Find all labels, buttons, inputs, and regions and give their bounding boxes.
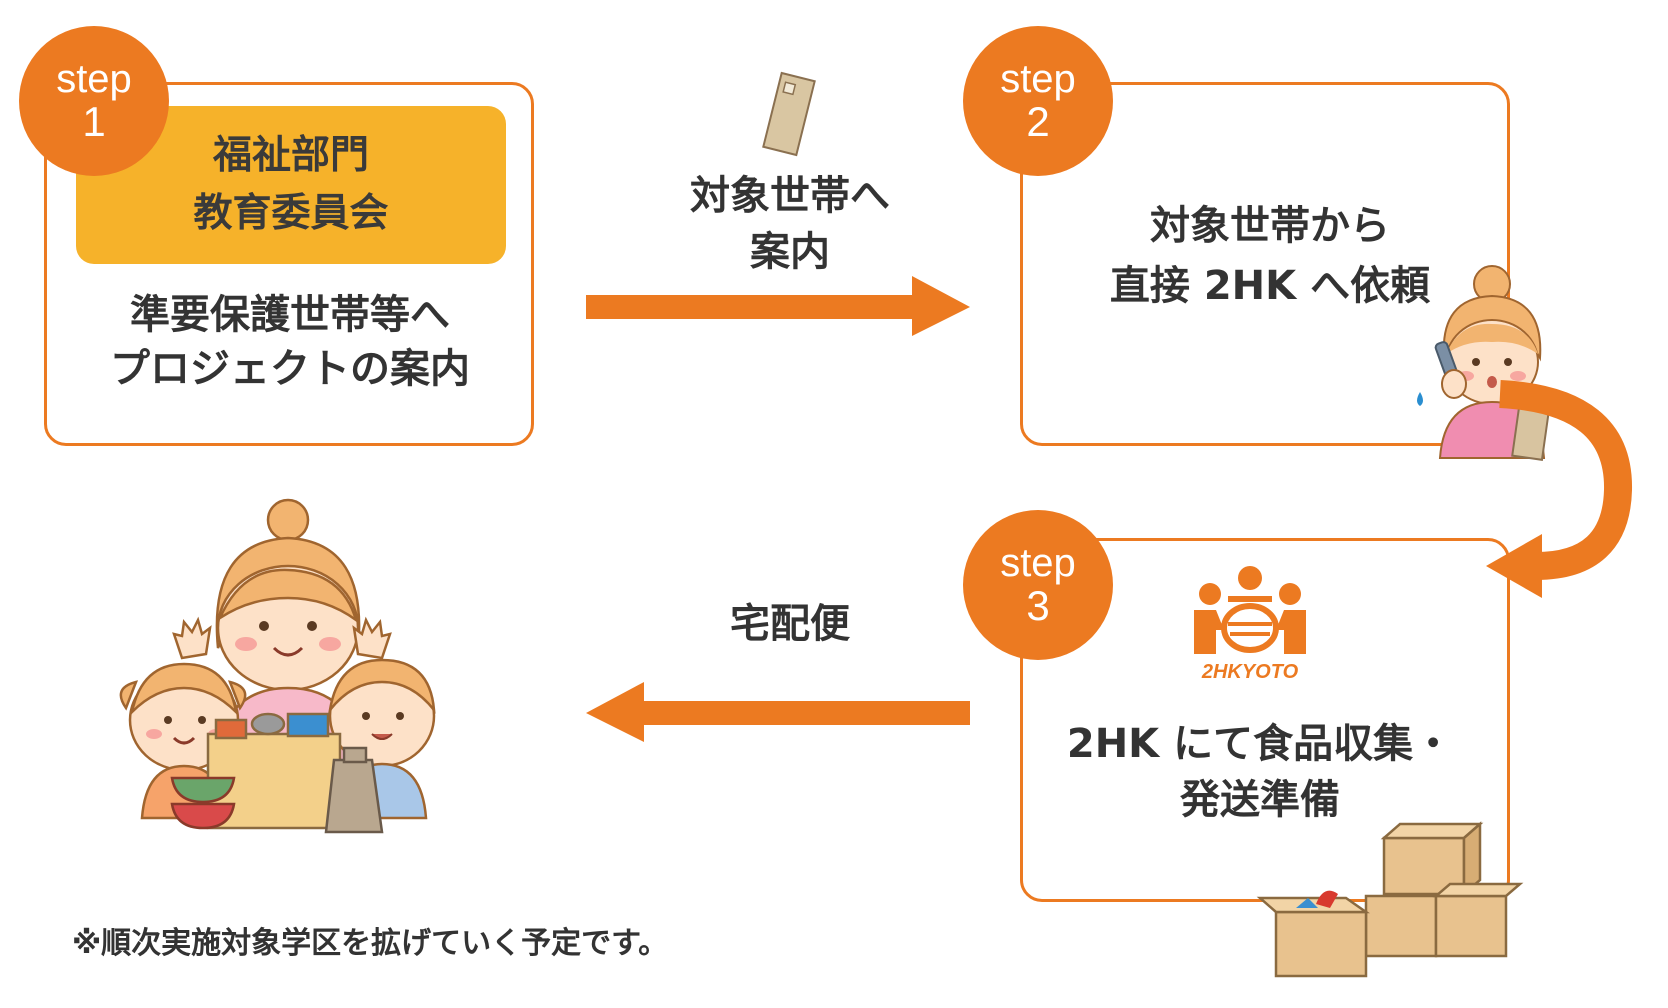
arrow-step3-to-family <box>586 682 970 742</box>
arrow-label-delivery: 宅配便 <box>730 601 850 647</box>
step3-badge: step 3 <box>963 510 1113 660</box>
step2-description: 対象世帯から 直接 2HK へ依頼 <box>1050 196 1490 316</box>
arrow-step1-to-step2 <box>586 276 970 336</box>
step2-description-line-2: 直接 2HK へ依頼 <box>1109 263 1431 309</box>
step1-description-line-2: プロジェクトの案内 <box>110 346 470 392</box>
curved-arrow-step2-to-step3 <box>1486 380 1633 598</box>
step3-badge-number: 3 <box>1026 582 1050 629</box>
arrow-label-notify-households: 対象世帯へ 案内 <box>640 168 940 280</box>
step2-badge-word: step <box>1000 57 1076 101</box>
step1-description: 準要保護世帯等へ プロジェクトの案内 <box>50 288 530 396</box>
step1-department-line-1: 福祉部門 <box>212 133 369 178</box>
step1-department-line-2: 教育委員会 <box>193 191 389 236</box>
footnote: ※順次実施対象学区を拡げていく予定です。 <box>72 926 669 961</box>
arrow-label-notify-line-2: 案内 <box>750 229 830 275</box>
family-with-food-box-icon <box>119 498 436 834</box>
step3-description-line-1: 2HK にて食品収集・ <box>1066 721 1454 767</box>
step3-badge-word: step <box>1000 541 1076 585</box>
step2-badge-number: 2 <box>1026 98 1050 145</box>
arrow-label-notify-line-1: 対象世帯へ <box>690 173 890 219</box>
step2-card <box>1020 82 1510 446</box>
cardboard-boxes-icon <box>1256 821 1524 978</box>
2hkyoto-logo-text: 2HKYOTO <box>1201 661 1299 683</box>
2hkyoto-logo: 2HKYOTO <box>1194 566 1306 683</box>
step2-badge: step 2 <box>963 26 1113 176</box>
envelope-icon <box>762 71 816 157</box>
step2-description-line-1: 対象世帯から <box>1150 203 1390 249</box>
step1-badge: step 1 <box>19 26 169 176</box>
step3-description-line-2: 発送準備 <box>1180 777 1340 823</box>
step1-badge-word: step <box>56 57 132 101</box>
step3-description: 2HK にて食品収集・ 発送準備 <box>1040 716 1480 828</box>
step1-badge-number: 1 <box>82 98 106 145</box>
step1-description-line-1: 準要保護世帯等へ <box>130 292 450 338</box>
